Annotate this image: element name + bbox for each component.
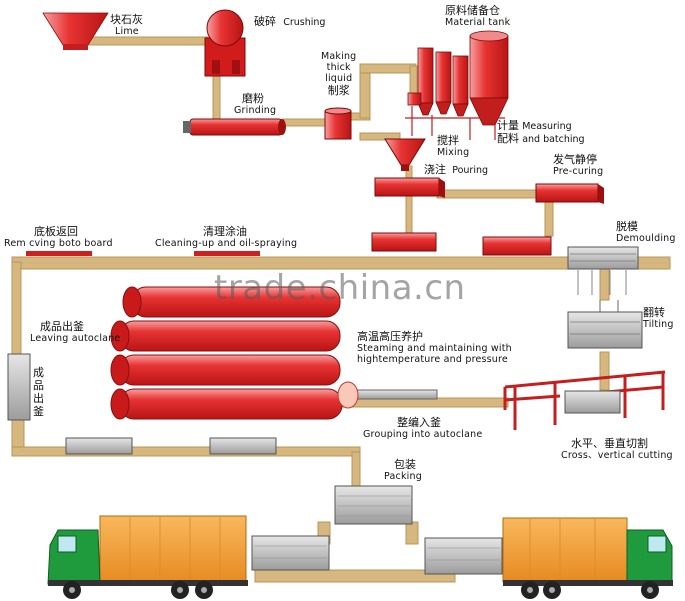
- label-pre-curing-zh: 发气静停: [553, 153, 597, 166]
- label-crushing: 破碎 Crushing: [254, 16, 325, 29]
- label-pouring-en: Pouring: [452, 165, 489, 176]
- label-lime: 块石灰 Lime: [110, 13, 143, 37]
- tilting-block: [567, 300, 643, 349]
- label-cleaning: 清理涂油 Cleaning-up and oil-spraying: [155, 225, 297, 249]
- watermark-text: trade.china.cn: [214, 268, 466, 308]
- label-cutting-zh: 水平、垂直切割: [571, 437, 648, 450]
- mould-pouring: [374, 177, 445, 198]
- cutting-frame: [503, 370, 666, 430]
- label-grinding-zh: 磨粉: [242, 92, 264, 105]
- label-leaving-autoclave: 成品出釜 Leaving autoclane: [30, 320, 120, 344]
- label-cutting: 水平、垂直切割 Cross、vertical cutting: [561, 437, 673, 461]
- label-mixing-zh: 搅拌: [437, 134, 459, 147]
- label-pouring: 浇注 Pouring: [424, 164, 488, 177]
- label-removing-board-zh: 底板返回: [34, 225, 78, 238]
- autoclave-4: [110, 381, 359, 420]
- truck-left: [47, 515, 248, 599]
- cutting-block: [564, 390, 621, 414]
- label-measuring-zh1: 计量: [497, 119, 519, 132]
- label-steaming-zh: 高温高压养护: [357, 330, 423, 343]
- label-demoulding: 脱模 Demoulding: [616, 220, 676, 244]
- lime-hopper: [42, 12, 109, 50]
- label-removing-board: 底板返回 Rem cving boto board: [4, 225, 113, 249]
- block-stacks: [7, 353, 503, 575]
- label-lime-zh: 块石灰: [110, 13, 143, 26]
- label-lime-en: Lime: [115, 26, 139, 37]
- label-steaming-en1: Steaming and maintaining with: [357, 343, 512, 354]
- label-packing-zh: 包装: [394, 458, 416, 471]
- label-cutting-en: Cross、vertical cutting: [561, 450, 673, 461]
- label-pre-curing-en: Pre-curing: [553, 166, 604, 177]
- mould-precuring: [535, 183, 604, 204]
- mould-return: [371, 232, 552, 256]
- label-making-liquid: Making thick liquid 制浆: [321, 51, 356, 97]
- slurry-tank: [324, 107, 352, 140]
- crusher: [204, 9, 246, 77]
- label-leaving-autoclave-zh: 成品出釜: [40, 320, 84, 333]
- label-cleaning-zh: 清理涂油: [203, 225, 247, 238]
- label-mixing: 搅拌 Mixing: [437, 134, 469, 158]
- label-material-tank: 原料储备仓 Material tank: [445, 4, 510, 28]
- demoulding-block: [567, 246, 639, 295]
- bottom-board-strips: [26, 251, 260, 256]
- label-mixing-en: Mixing: [437, 147, 470, 158]
- label-measuring-en1: Measuring: [522, 121, 572, 132]
- label-leaving-autoclave-en: Leaving autoclane: [30, 333, 121, 344]
- label-making-liquid-en1: Making: [321, 51, 357, 62]
- autoclave-3: [110, 354, 341, 386]
- label-making-liquid-en3: liquid: [325, 73, 353, 84]
- label-grinding: 磨粉 Grinding: [234, 92, 276, 116]
- label-removing-board-en: Rem cving boto board: [4, 238, 113, 249]
- label-tilting-en: Tilting: [643, 319, 674, 330]
- label-crushing-zh: 破碎: [254, 15, 276, 28]
- label-demoulding-zh: 脱模: [616, 220, 638, 233]
- label-pre-curing: 发气静停 Pre-curing: [553, 153, 603, 177]
- grouping-cart: [350, 389, 438, 400]
- autoclave-2: [110, 320, 341, 352]
- label-material-tank-zh: 原料储备仓: [445, 4, 500, 17]
- label-grouping-en: Grouping into autoclane: [363, 429, 483, 440]
- block-stack-lines: [254, 495, 500, 561]
- label-tilting-zh: 翻转: [643, 306, 665, 319]
- label-packing: 包装 Packing: [384, 458, 422, 482]
- label-steaming-en2: hightemperature and pressure: [357, 354, 508, 365]
- measuring-frame: [405, 106, 505, 140]
- label-measuring-zh2: 配料: [497, 132, 519, 145]
- label-measuring-en2: and batching: [522, 134, 585, 145]
- label-grouping-zh: 整编入釜: [397, 416, 441, 429]
- label-material-tank-en: Material tank: [445, 17, 511, 28]
- truck-right: [502, 517, 673, 599]
- label-making-liquid-en2: thick: [326, 62, 351, 73]
- autoclaves: [110, 286, 359, 420]
- label-demoulding-en: Demoulding: [616, 233, 676, 244]
- material-tanks: [407, 30, 509, 126]
- label-grouping: 整编入釜 Grouping into autoclane: [363, 416, 482, 440]
- label-pouring-zh: 浇注: [424, 163, 446, 176]
- label-packing-en: Packing: [384, 471, 422, 482]
- label-tilting: 翻转 Tilting: [643, 306, 674, 330]
- label-leaving-vertical: 成品出釜: [33, 366, 44, 418]
- label-steaming: 高温高压养护 Steaming and maintaining with hig…: [357, 330, 512, 365]
- label-making-liquid-zh: 制浆: [327, 84, 350, 97]
- label-crushing-en: Crushing: [283, 17, 326, 28]
- label-cleaning-en: Cleaning-up and oil-spraying: [155, 238, 298, 249]
- autoclave-1: [122, 286, 341, 318]
- mixer: [384, 138, 426, 171]
- grinder: [183, 118, 286, 136]
- label-grinding-en: Grinding: [234, 105, 277, 116]
- label-measuring: 计量 Measuring 配料 and batching: [497, 120, 585, 146]
